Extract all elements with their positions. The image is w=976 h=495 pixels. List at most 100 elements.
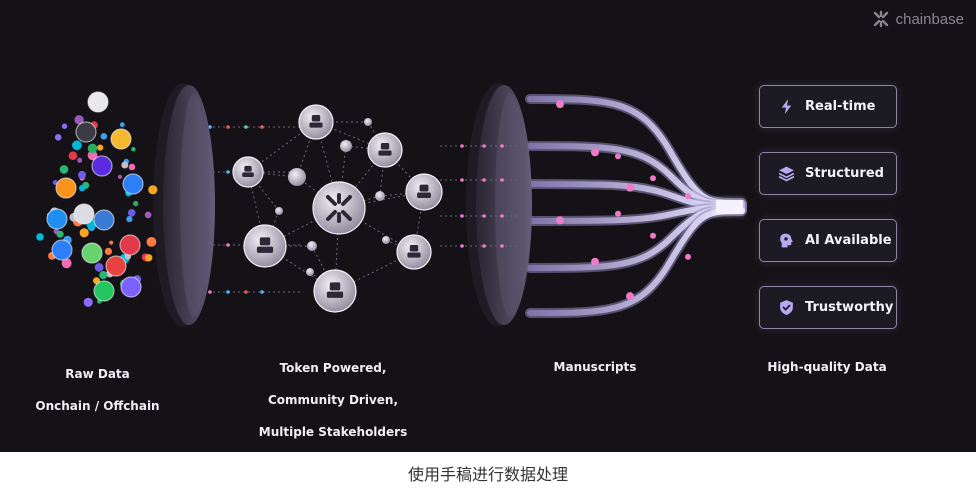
diagram-canvas: chainbase Raw Data Onchain / Offchain To… (0, 0, 976, 452)
chainbase-logo-icon (873, 10, 888, 28)
quality-box-real-time: Real-time (759, 85, 897, 128)
stakeholder-network-nodes (232, 104, 443, 313)
user-badge-icon (244, 165, 252, 172)
fiber-particle (591, 148, 599, 157)
quality-box-trustworthy: Trustworthy (759, 286, 897, 329)
network-small-node (382, 236, 390, 244)
token-dot (94, 263, 104, 272)
crypto-token-icon (119, 234, 141, 256)
network-label: Token Powered, Community Driven, Multipl… (253, 344, 413, 452)
network-edge (264, 207, 340, 247)
fiber-particle (626, 183, 634, 192)
token-dot (78, 170, 86, 179)
token-dot (109, 240, 114, 245)
user-badge-icon-base (309, 122, 323, 128)
token-dot (72, 140, 82, 151)
token-dot (144, 211, 152, 219)
lens-right (466, 83, 532, 327)
token-dot (127, 209, 136, 217)
figure-caption: 使用手稿进行数据处理 (407, 465, 568, 484)
raw-data-title: Raw Data (65, 367, 130, 381)
quality-label-real-time: Real-time (805, 99, 876, 114)
flow-particle (244, 125, 248, 129)
high-quality-data-label: High-quality Data (767, 360, 887, 374)
user-badge-icon-base (256, 246, 274, 253)
stakeholder-node (367, 132, 403, 168)
crypto-token-icon (122, 173, 144, 195)
raw-data-subtitle: Onchain / Offchain (35, 399, 160, 413)
token-dot (128, 163, 136, 171)
lightning-icon (781, 99, 792, 114)
flow-particle (460, 244, 464, 248)
flow-particle (482, 178, 486, 182)
flow-particle (208, 125, 212, 129)
token-dot (87, 150, 98, 161)
flow-particle (460, 214, 464, 218)
user-badge-icon-base (326, 291, 344, 298)
token-dot (36, 233, 44, 241)
chainbase-hub-icon-stroke (341, 210, 352, 221)
token-dot (119, 122, 125, 128)
layers-icon (778, 166, 795, 182)
flow-particle (226, 125, 230, 129)
stakeholder-node (313, 269, 357, 313)
token-dot (61, 123, 68, 129)
network-edge (345, 145, 386, 151)
quality-label-trustworthy: Trustworthy (805, 300, 894, 315)
user-badge-icon (311, 114, 321, 122)
flow-particle (226, 170, 230, 174)
manuscript-fibers (525, 94, 747, 318)
token-dot (133, 200, 139, 207)
crypto-token-icon (51, 239, 73, 261)
token-dot (61, 258, 72, 269)
stakeholder-node (298, 104, 334, 140)
token-dot (83, 297, 93, 307)
token-dot (74, 115, 84, 125)
network-edge (311, 245, 336, 292)
token-dot (104, 247, 112, 255)
brand-name: chainbase (895, 10, 964, 28)
brain-head-icon (780, 233, 793, 248)
token-dot (146, 237, 157, 247)
token-dot (126, 216, 133, 223)
crypto-token-icon (75, 121, 97, 143)
user-badge-icon-base (417, 192, 431, 198)
network-label-line3: Multiple Stakeholders (258, 425, 408, 439)
quality-label-structured: Structured (805, 166, 884, 181)
network-small-node (288, 168, 306, 186)
network-small-node (375, 191, 385, 201)
fiber-particle (591, 257, 599, 266)
user-badge-icon (259, 237, 271, 246)
stakeholder-node (243, 224, 287, 268)
stakeholder-node (405, 173, 443, 211)
fiber-particle (650, 175, 656, 182)
user-badge-icon (419, 184, 429, 192)
user-badge-icon-base (242, 172, 254, 177)
network-small-node (340, 140, 352, 152)
fiber-particle (626, 292, 634, 301)
crypto-token-icon (73, 203, 95, 225)
crypto-token-icon (105, 255, 127, 277)
user-badge-icon (409, 244, 419, 252)
user-badge-icon (329, 282, 341, 291)
fiber-convergence-point (712, 198, 744, 216)
flow-particle (500, 178, 504, 182)
brand-logo: chainbase (872, 10, 964, 28)
fiber-particle (685, 253, 691, 260)
token-dot (145, 254, 153, 262)
flow-particle (226, 290, 230, 294)
data-flow-diagram (36, 83, 747, 327)
manuscripts-label: Manuscripts (553, 360, 637, 374)
flow-particle (260, 125, 264, 129)
flow-particle (260, 290, 264, 294)
flow-particle (208, 290, 212, 294)
network-small-node (275, 207, 283, 215)
fiber-particle (685, 193, 691, 200)
fiber-particle (650, 232, 656, 239)
flow-particle (482, 214, 486, 218)
token-dot (100, 133, 108, 140)
flow-particle (482, 244, 486, 248)
stakeholder-node (396, 234, 432, 270)
network-small-node (307, 241, 317, 251)
crypto-token-icon (87, 91, 109, 113)
